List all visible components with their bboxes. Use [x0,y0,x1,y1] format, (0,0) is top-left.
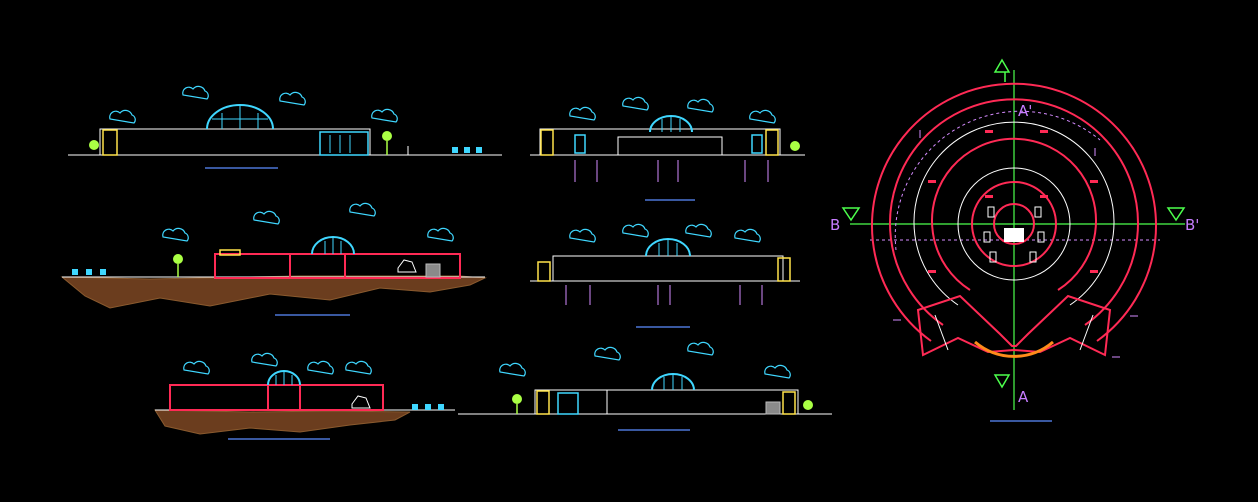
cloud-icon [371,108,398,123]
tree-icon [803,400,813,410]
cloud-icon [307,360,334,375]
cloud-icon [749,109,776,124]
cloud-icon [569,106,596,121]
cloud-icon [687,341,714,356]
tree-icon [173,254,183,264]
cloud-icon [622,96,649,111]
section-marker-b-prime: B' [1185,216,1199,234]
cloud-icon [594,346,621,361]
tree-icon [382,131,392,141]
cloud-icon [427,227,454,242]
dome-icon [206,104,274,130]
cloud-icon [569,228,596,243]
cloud-icon [253,210,280,225]
cloud-icon [109,109,136,124]
section-arrow-icon [1166,207,1186,222]
cloud-icon [162,227,189,242]
section-arrow-icon [841,207,861,222]
section-marker-a: A [1018,388,1029,406]
cloud-icon [279,91,306,106]
tree-icon [89,140,99,150]
cloud-icon [349,202,376,217]
cloud-icon [345,360,372,375]
cloud-icon [764,364,791,379]
cloud-icon [685,223,712,238]
section-marker-b: B [830,216,840,234]
circular-floor-plan: A' A B B' [830,58,1199,422]
section-arrow-icon [993,374,1011,389]
cloud-icon [687,98,714,113]
cloud-icon [182,85,209,100]
tree-icon [512,394,522,404]
dome-icon [311,236,355,255]
elevation-lateral-left [68,85,502,169]
section-marker-a-prime: A' [1018,102,1032,120]
elevation-lateral-right [458,341,832,431]
dome-icon [645,238,691,257]
section-transversal [154,352,455,440]
elevation-posterior [530,223,800,328]
tree-icon [790,141,800,151]
cloud-icon [499,362,526,377]
cloud-icon [251,352,278,367]
dome-icon [267,370,301,386]
section-arrow-icon [993,58,1011,82]
elevation-principal [530,96,805,201]
cloud-icon [622,223,649,238]
cloud-icon [183,360,210,375]
section-longitudinal [60,202,487,316]
cloud-icon [734,228,761,243]
